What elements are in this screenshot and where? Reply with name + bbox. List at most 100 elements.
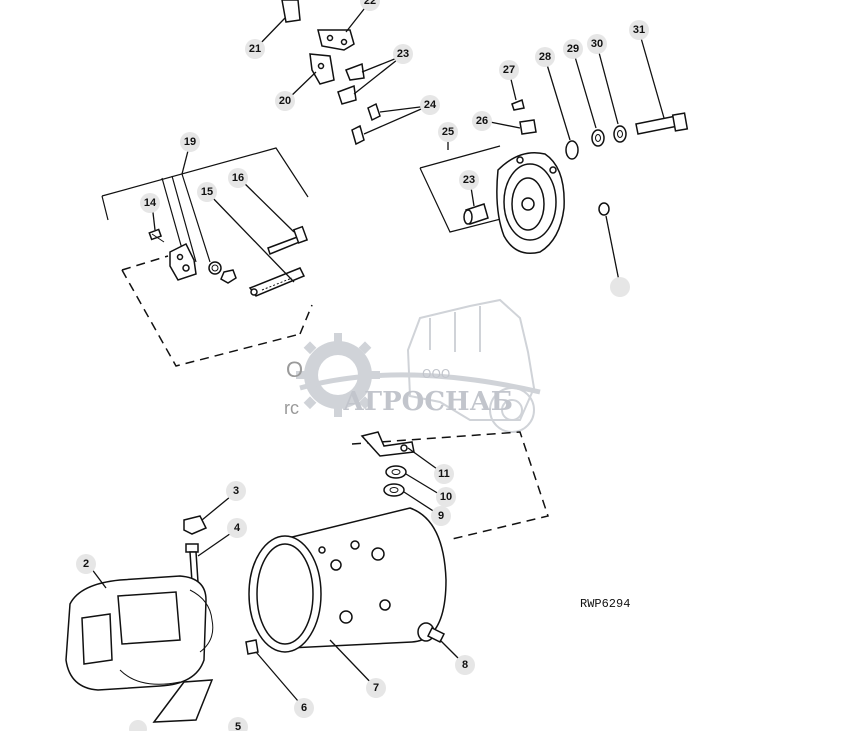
watermark-harvester-icon [406, 298, 536, 433]
part-14-screw [148, 228, 165, 243]
svg-text:16: 16 [232, 172, 244, 184]
callout-14: 14 [140, 193, 160, 213]
svg-text:25: 25 [442, 126, 454, 138]
part-26-cap [511, 98, 525, 111]
figure-reference-code: RWP6294 [580, 597, 630, 611]
stray-text-line1: O [286, 357, 303, 382]
callout-5: 5 [228, 717, 248, 731]
svg-text:21: 21 [249, 43, 261, 55]
brush-holder-group [101, 147, 313, 367]
callout-23-text: 23 [463, 174, 475, 186]
part-29-washer [613, 125, 627, 143]
upper-small-parts [281, 0, 381, 146]
svg-text:23: 23 [397, 48, 409, 60]
stray-text-line2: rc [284, 398, 299, 418]
callout-2: 2 [76, 554, 96, 574]
watermark-swoosh [299, 372, 541, 395]
part-20-bracket [317, 29, 355, 51]
part-5-insulator [152, 679, 214, 723]
callout-27: 28 [535, 47, 555, 67]
svg-text:6: 6 [301, 702, 307, 714]
callout-18: 20 [275, 91, 295, 111]
callout-labels: 21 22 23 20 24 19 16 15 14 27 28 29 30 3… [76, 0, 649, 731]
guide-lines-17 [161, 173, 211, 263]
svg-text:5: 5 [235, 721, 241, 731]
svg-text:4: 4 [234, 522, 241, 534]
callout-31 [610, 277, 630, 297]
svg-text:26: 26 [476, 115, 488, 127]
watermark-brand: АГРОСНАБ [343, 387, 513, 417]
part-31-plug [598, 202, 610, 216]
group-outline-dash-b [121, 269, 301, 367]
callout-28: 29 [563, 39, 583, 59]
callout-15: 15 [197, 182, 217, 202]
svg-text:15: 15 [201, 186, 213, 198]
end-cap-outline [419, 145, 521, 233]
part-19 [281, 0, 301, 23]
watermark-prefix: ООО [422, 367, 450, 381]
callout-21: 23 [393, 44, 413, 64]
svg-text:30: 30 [591, 38, 603, 50]
group-outline-dash-a [121, 255, 169, 271]
svg-text:24: 24 [424, 99, 437, 111]
callout-19: 21 [245, 39, 265, 59]
svg-text:9: 9 [438, 510, 444, 522]
part-9-washer [383, 483, 405, 497]
part-18-bracket [309, 53, 335, 85]
part-brush-bracket [169, 242, 197, 281]
part-25-pin [519, 119, 537, 135]
group-outline-top [101, 147, 309, 221]
svg-text:2: 2 [83, 558, 89, 570]
svg-text:7: 7 [373, 682, 379, 694]
callout-29: 30 [587, 34, 607, 54]
svg-text:20: 20 [279, 95, 291, 107]
callout-20: 22 [360, 0, 380, 11]
callout-4: 4 [227, 518, 247, 538]
part-7-frame [248, 507, 447, 653]
svg-text:31: 31 [633, 24, 645, 36]
callout-26: 27 [499, 60, 519, 80]
motor-outline-dash [351, 431, 549, 541]
callout-11: 11 [434, 464, 454, 484]
svg-text:29: 29 [567, 43, 579, 55]
part-21-clip-b [337, 84, 357, 105]
svg-text:27: 27 [503, 64, 515, 76]
callout-6: 6 [294, 698, 314, 718]
svg-text:8: 8 [462, 659, 468, 671]
watermark: ООО АГРОСНАБ [296, 298, 541, 433]
callout-7: 7 [366, 678, 386, 698]
part-23-bushing [463, 203, 489, 225]
part-22-screws [351, 102, 381, 146]
svg-text:3: 3 [233, 485, 239, 497]
svg-text:22: 22 [364, 0, 376, 7]
motor-frame-group [65, 431, 549, 723]
callout-10: 10 [436, 487, 456, 507]
callout-8: 8 [455, 655, 475, 675]
part-2-field-coil [65, 575, 214, 691]
part-30-bolt [635, 112, 689, 135]
callout-17: 19 [180, 132, 200, 152]
part-4-stud [185, 543, 199, 583]
part-24-end-housing [496, 152, 565, 254]
part-16-bolt [267, 225, 309, 255]
watermark-gear-icon [296, 333, 380, 417]
part-27-oring [565, 140, 579, 160]
part-21-clip-a [345, 62, 365, 81]
group-outline-dash-c [299, 304, 313, 335]
callout-3: 3 [226, 481, 246, 501]
callout-9: 9 [431, 506, 451, 526]
callout-16: 16 [228, 168, 248, 188]
svg-text:19: 19 [184, 136, 196, 148]
part-3-nut [183, 515, 208, 535]
svg-text:11: 11 [438, 468, 450, 480]
svg-text:10: 10 [440, 491, 452, 503]
callout-24: 25 [438, 122, 458, 142]
part-10-washer [385, 465, 407, 479]
svg-text:14: 14 [144, 197, 157, 209]
part-15-nut [220, 269, 237, 284]
callout-23: 2423 [459, 170, 479, 190]
part-6-pin [245, 639, 259, 655]
callout-1-partial [129, 720, 147, 731]
part-brush-strip [248, 267, 306, 297]
